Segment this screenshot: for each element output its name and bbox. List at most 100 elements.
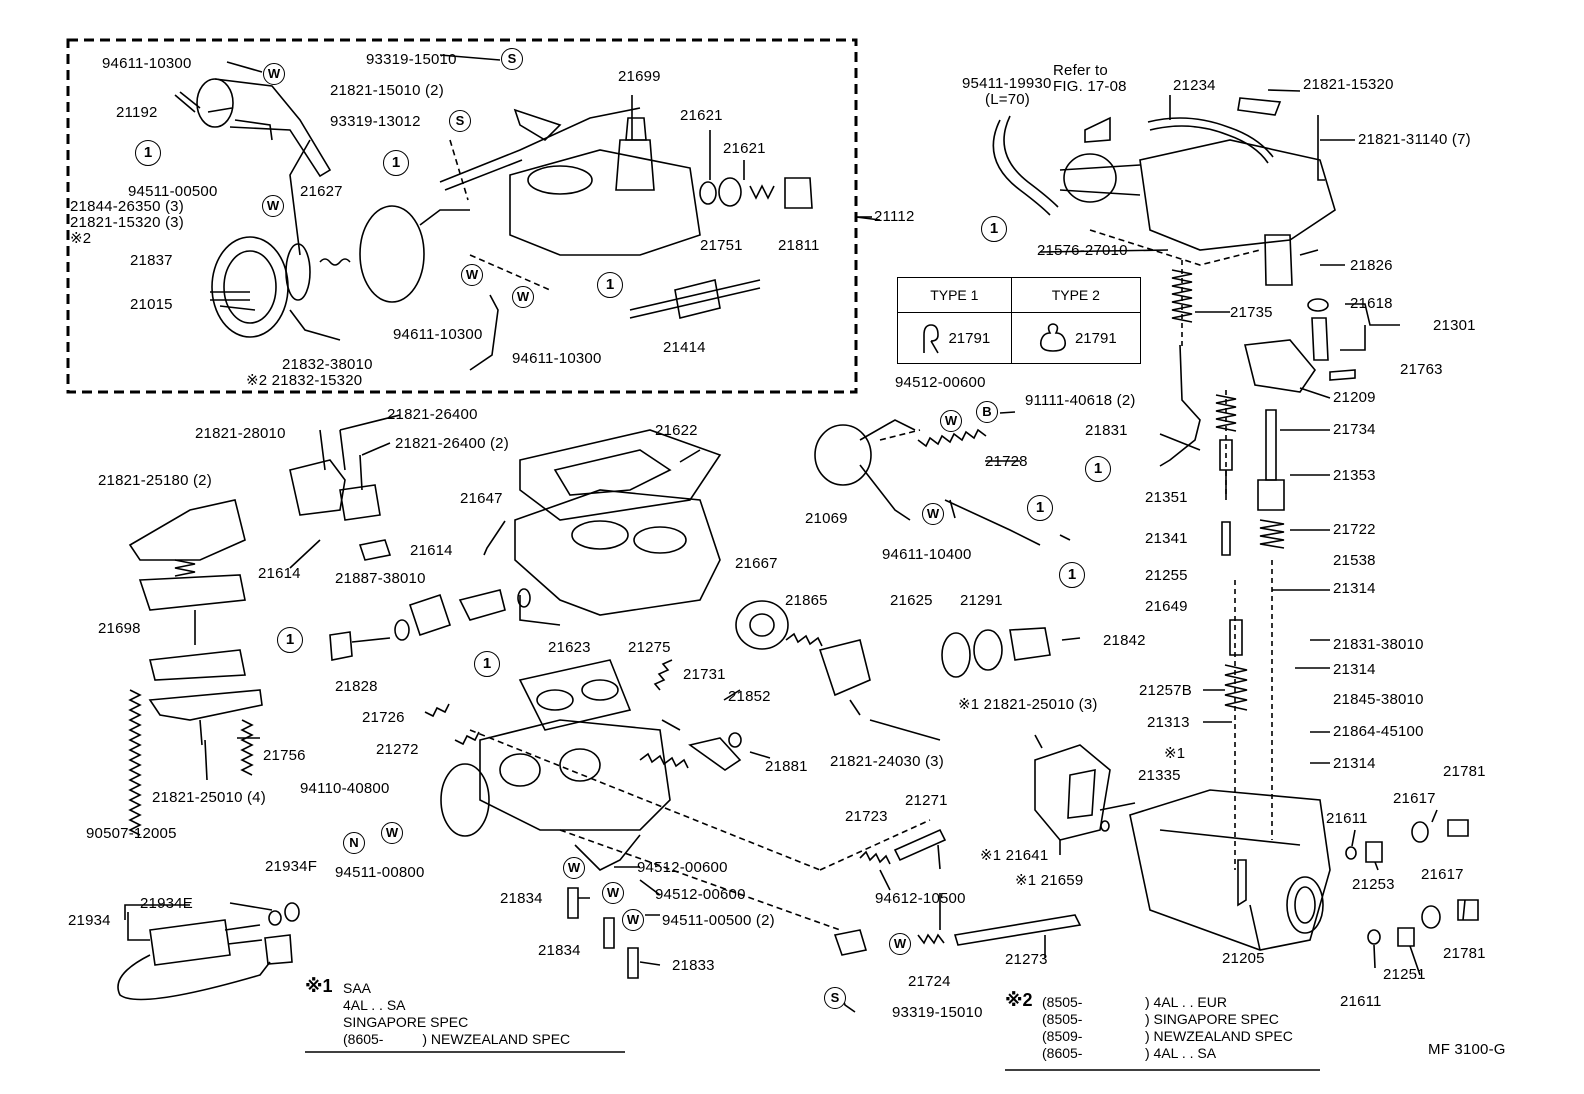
label-21821-24030: 21821-24030 (3) xyxy=(830,753,944,770)
figure-code: MF 3100-G xyxy=(1428,1041,1506,1058)
note-star2-mark: ※2 xyxy=(1005,990,1033,1010)
label-21623: 21623 xyxy=(548,639,591,656)
marker-w-7: W xyxy=(381,822,403,844)
label-21842: 21842 xyxy=(1103,632,1146,649)
marker-w-10: W xyxy=(622,909,644,931)
label-star2: ※2 xyxy=(70,230,92,247)
label-21723: 21723 xyxy=(845,808,888,825)
label-21751: 21751 xyxy=(700,237,743,254)
label-21273: 21273 xyxy=(1005,951,1048,968)
label-21257b: 21257B xyxy=(1139,682,1192,699)
label-21826: 21826 xyxy=(1350,257,1393,274)
label-21735: 21735 xyxy=(1230,304,1273,321)
label-21699: 21699 xyxy=(618,68,661,85)
label-21414: 21414 xyxy=(663,339,706,356)
label-94511-00500: 94511-00500 xyxy=(128,183,218,200)
label-21272: 21272 xyxy=(376,741,419,758)
marker-w-1: W xyxy=(263,63,285,85)
type2-cell: 21791 xyxy=(1010,312,1142,364)
label-21611-a: 21611 xyxy=(1326,810,1368,827)
label-21821-26400-a: 21821-26400 xyxy=(387,406,478,423)
label-21614-b: 21614 xyxy=(258,565,301,582)
label-21625: 21625 xyxy=(890,592,933,609)
label-21271: 21271 xyxy=(905,792,948,809)
part-21192-drawing xyxy=(174,78,332,178)
label-94611-10400: 94611-10400 xyxy=(882,546,972,563)
marker-s-2: S xyxy=(449,110,471,132)
note-star2-row3-code: (8509- xyxy=(1042,1028,1083,1044)
label-21192: 21192 xyxy=(116,104,158,121)
label-21781-b: 21781 xyxy=(1443,945,1486,962)
marker-one-7: 1 xyxy=(1059,562,1085,588)
label-21301: 21301 xyxy=(1433,317,1476,334)
marker-w-9: W xyxy=(602,882,624,904)
label-21821-15320-b: 21821-15320 xyxy=(1303,76,1394,93)
label-21647: 21647 xyxy=(460,490,503,507)
label-21734: 21734 xyxy=(1333,421,1376,438)
label-21724: 21724 xyxy=(908,973,951,990)
label-21821-15320: 21821-15320 (3) xyxy=(70,214,184,231)
marker-w-11: W xyxy=(889,933,911,955)
label-21291: 21291 xyxy=(960,592,1003,609)
marker-w-5: W xyxy=(940,410,962,432)
label-21728: 21728 xyxy=(985,453,1028,470)
label-21852: 21852 xyxy=(728,688,771,705)
label-21618: 21618 xyxy=(1350,295,1393,312)
label-21828: 21828 xyxy=(335,678,378,695)
label-21313: 21313 xyxy=(1147,714,1190,731)
label-21641: ※1 21641 xyxy=(980,847,1049,864)
label-94512-00600-a: 94512-00600 xyxy=(895,374,986,391)
label-21209: 21209 xyxy=(1333,389,1376,406)
note-star2-row1-spec: ) 4AL . . EUR xyxy=(1145,994,1227,1010)
marker-n-1: N xyxy=(343,832,365,854)
label-21621-b: 21621 xyxy=(723,140,766,157)
label-21627: 21627 xyxy=(300,183,343,200)
label-94612-10500: 94612-10500 xyxy=(875,890,966,907)
note-star2-row4-code: (8605- xyxy=(1042,1045,1083,1061)
label-93319-15010-b: 93319-15010 xyxy=(892,1004,983,1021)
assembly-frame xyxy=(66,38,858,394)
part-21698-drawing xyxy=(128,499,263,836)
label-21617-b: 21617 xyxy=(1421,866,1464,883)
label-21251: 21251 xyxy=(1383,966,1426,983)
label-21614-a: 21614 xyxy=(410,542,453,559)
label-21934f: 21934F xyxy=(265,858,318,875)
marker-one-2: 1 xyxy=(383,150,409,176)
label-21763: 21763 xyxy=(1400,361,1443,378)
label-assembly-21112: 21112 xyxy=(874,208,915,225)
label-21353: 21353 xyxy=(1333,467,1376,484)
label-21837: 21837 xyxy=(130,252,173,269)
label-refer-fig: FIG. 17-08 xyxy=(1053,78,1127,95)
label-93319-15010: 93319-15010 xyxy=(366,51,457,68)
label-21576-27010: 21576-27010 xyxy=(1037,242,1128,259)
label-21833: 21833 xyxy=(672,957,715,974)
clip-type2-icon xyxy=(1039,323,1067,352)
note-star1-line3: SINGAPORE SPEC xyxy=(343,1014,469,1030)
label-21234: 21234 xyxy=(1173,77,1216,94)
marker-s-1: S xyxy=(501,48,523,70)
label-91111-40618: 91111-40618 (2) xyxy=(1025,392,1136,409)
part-21069-drawing xyxy=(814,419,1071,546)
marker-one-8: 1 xyxy=(277,627,303,653)
type2-header: TYPE 2 xyxy=(1010,277,1142,313)
part-21015-drawing xyxy=(210,236,341,341)
marker-w-6: W xyxy=(922,503,944,525)
label-21834-a: 21834 xyxy=(500,890,543,907)
label-21205: 21205 xyxy=(1222,950,1265,967)
label-94511-00800: 94511-00800 xyxy=(335,864,425,881)
type1-part: 21791 xyxy=(948,329,991,347)
marker-one-3: 1 xyxy=(597,272,623,298)
label-star1: ※1 xyxy=(1164,745,1186,762)
marker-s-3: S xyxy=(824,987,846,1009)
label-94611-10300-b: 94611-10300 xyxy=(393,326,483,343)
marker-one-5: 1 xyxy=(1085,456,1111,482)
clip-type-table: TYPE 1 TYPE 2 21791 21791 xyxy=(897,277,1142,364)
note-star1-line2: 4AL . . SA xyxy=(343,997,406,1013)
label-94110-40800: 94110-40800 xyxy=(300,780,390,797)
label-21617-a: 21617 xyxy=(1393,790,1436,807)
marker-w-8: W xyxy=(563,857,585,879)
label-21335: 21335 xyxy=(1138,767,1181,784)
label-21821-31140: 21821-31140 (7) xyxy=(1358,131,1471,148)
